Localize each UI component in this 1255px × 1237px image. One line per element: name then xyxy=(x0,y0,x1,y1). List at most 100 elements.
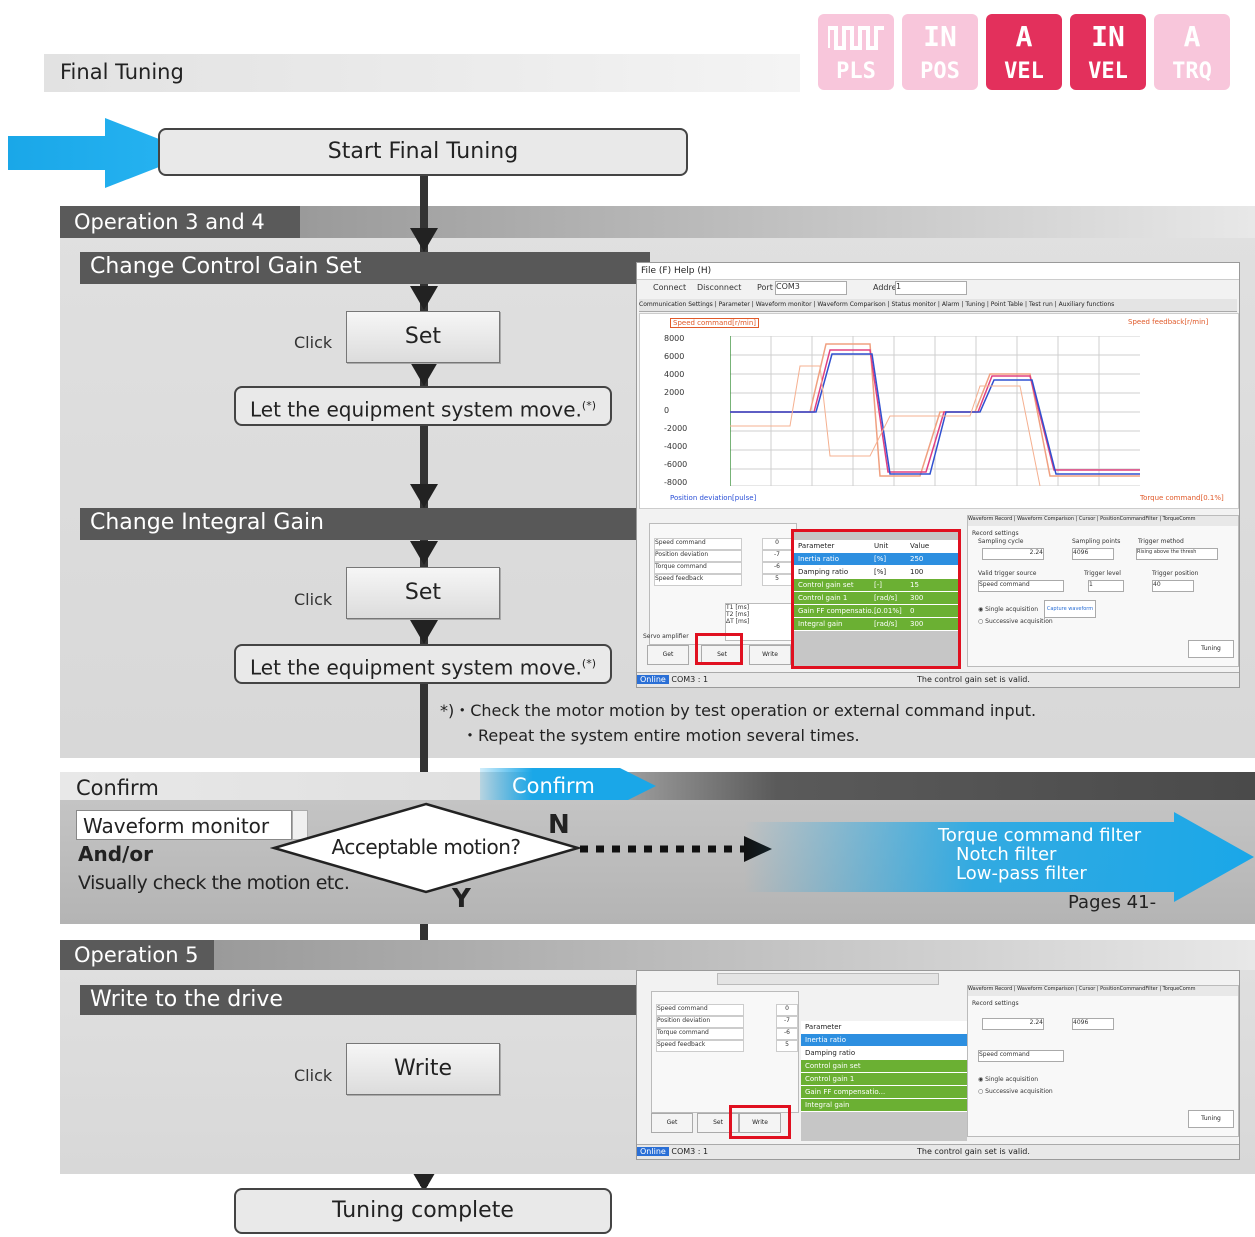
waveform-panel: Speed command[r/min] Speed feedback[r/mi… xyxy=(639,313,1239,509)
successive-label: Successive acquisition xyxy=(985,1088,1053,1095)
trigger-source-select[interactable]: Speed command xyxy=(978,580,1064,592)
param-row[interactable]: Integral gain [rad/s] 300 xyxy=(794,618,958,631)
single-acquisition-radio[interactable]: ◉ Single acquisition xyxy=(978,1076,1039,1083)
param-value: 300 xyxy=(910,594,924,602)
successive-acquisition-radio[interactable]: ○ Successive acquisition xyxy=(978,618,1053,625)
pls-label: PLS xyxy=(836,59,876,84)
trigger-level-label: Trigger level xyxy=(1084,570,1121,577)
state-item-position-deviation[interactable]: Position deviation xyxy=(656,1016,744,1028)
write-button[interactable]: Write xyxy=(346,1043,500,1095)
tab-bar[interactable]: Communication Settings | Parameter | Wav… xyxy=(639,299,1237,312)
sampling-cycle-input[interactable]: 2.24 xyxy=(982,548,1044,560)
let-move-text: Let the equipment system move. xyxy=(249,655,582,680)
state-item-speed-command[interactable]: Speed command xyxy=(654,538,742,550)
param-row[interactable]: Damping ratio xyxy=(801,1047,967,1060)
status-message: The control gain set is valid. xyxy=(917,1147,1030,1156)
state-value: 0 xyxy=(762,538,792,550)
t1-label: T1 [ms] xyxy=(726,604,750,611)
port-select[interactable]: COM3 xyxy=(775,281,847,295)
capture-waveform-button[interactable]: Capture waveform xyxy=(1044,600,1096,618)
right-tab-bar[interactable]: Waveform Record | Waveform Comparison | … xyxy=(968,516,1238,526)
param-row[interactable]: Gain FF compensatio... [0.01%] 0 xyxy=(794,605,958,618)
param-name: Control gain 1 xyxy=(798,594,848,602)
vel-top-label: A xyxy=(1015,20,1033,53)
param-row[interactable]: Inertia ratio [%] 250 xyxy=(794,553,958,566)
y-tick: 4000 xyxy=(664,370,685,379)
sampling-points-input[interactable]: 4096 xyxy=(1072,1018,1114,1030)
click-label: Click xyxy=(294,333,333,352)
param-value: 15 xyxy=(910,581,919,589)
arrow-down-icon xyxy=(410,228,438,252)
state-item-torque-command[interactable]: Torque command xyxy=(656,1028,744,1040)
trigger-position-select[interactable]: 40 xyxy=(1152,580,1194,592)
start-final-tuning-box: Start Final Tuning xyxy=(158,128,688,176)
right-tab-bar[interactable]: Waveform Record | Waveform Comparison | … xyxy=(968,986,1238,996)
tuning-button[interactable]: Tuning xyxy=(1188,1110,1234,1128)
state-value: -7 xyxy=(762,550,792,562)
connect-button[interactable]: Connect xyxy=(653,283,687,292)
address-label: Address xyxy=(873,283,905,292)
state-item-panel-2: Speed command Position deviation Torque … xyxy=(651,991,799,1113)
y-tick: 8000 xyxy=(664,334,685,343)
status-bar-2: Online COM3 : 1 The control gain set is … xyxy=(637,1144,1239,1159)
page-title: Final Tuning xyxy=(60,60,184,84)
trigger-method-select[interactable]: Rising above the thresh xyxy=(1136,548,1218,560)
trigger-source-select[interactable]: Speed command xyxy=(978,1050,1064,1062)
set-button[interactable]: Set xyxy=(346,311,500,363)
state-value: -7 xyxy=(776,1016,798,1028)
operation-3-4-bar xyxy=(300,206,1255,238)
param-value: 300 xyxy=(910,620,924,628)
param-name: Gain FF compensatio... xyxy=(798,607,879,615)
parameter-table-highlight: Parameter Unit Value Inertia ratio [%] 2… xyxy=(791,529,961,669)
sw-set-button[interactable]: Set xyxy=(697,1113,739,1133)
arrow-down-icon xyxy=(410,286,438,310)
click-label: Click xyxy=(294,590,333,609)
arrow-down-icon xyxy=(410,620,438,644)
speed-command-label: Speed command[r/min] xyxy=(670,318,760,328)
state-item-torque-command[interactable]: Torque command xyxy=(654,562,742,574)
sampling-points-input[interactable]: 4096 xyxy=(1072,548,1114,560)
scrollbar[interactable] xyxy=(717,973,939,985)
get-button[interactable]: Get xyxy=(647,645,689,665)
state-item-speed-feedback[interactable]: Speed feedback xyxy=(656,1040,744,1052)
menu-bar: File (F) Help (H) xyxy=(637,263,1239,280)
state-item-speed-command[interactable]: Speed command xyxy=(656,1004,744,1016)
address-select[interactable]: 1 xyxy=(895,281,967,295)
sw-write-button[interactable]: Write xyxy=(739,1113,781,1133)
in-vel-top-label: IN xyxy=(1091,20,1125,53)
param-row[interactable]: Inertia ratio xyxy=(801,1034,967,1047)
in-vel-label: VEL xyxy=(1088,59,1128,84)
param-row[interactable]: Control gain set [-] 15 xyxy=(794,579,958,592)
decision-diamond xyxy=(270,802,582,894)
tuning-complete-label: Tuning complete xyxy=(332,1198,514,1223)
pls-icon: PLS xyxy=(818,14,894,90)
param-row[interactable]: Control gain set xyxy=(801,1060,967,1073)
set-button-2[interactable]: Set xyxy=(346,567,500,619)
successive-label: Successive acquisition xyxy=(985,618,1053,625)
state-item-position-deviation[interactable]: Position deviation xyxy=(654,550,742,562)
param-row[interactable]: Control gain 1 [rad/s] 300 xyxy=(794,592,958,605)
param-value: 100 xyxy=(910,568,924,576)
sw-write-button[interactable]: Write xyxy=(749,645,791,665)
tuning-button[interactable]: Tuning xyxy=(1188,640,1234,658)
successive-acquisition-radio[interactable]: ○ Successive acquisition xyxy=(978,1088,1053,1095)
state-item-speed-feedback[interactable]: Speed feedback xyxy=(654,574,742,586)
single-acquisition-radio[interactable]: ◉ Single acquisition xyxy=(978,606,1039,613)
param-header: Parameter xyxy=(801,1021,967,1034)
param-unit: [%] xyxy=(874,568,887,576)
let-equipment-move-box: Let the equipment system move.(*) xyxy=(234,386,612,426)
status-bar: Online COM3 : 1 The control gain set is … xyxy=(637,672,1239,687)
disconnect-button[interactable]: Disconnect xyxy=(697,283,742,292)
sampling-cycle-input[interactable]: 2.24 xyxy=(982,1018,1044,1030)
trigger-level-input[interactable]: 1 xyxy=(1088,580,1124,592)
parameter-table-2: Parameter Inertia ratio Damping ratio Co… xyxy=(801,1021,967,1141)
visually-check-label: Visually check the motion etc. xyxy=(78,872,350,894)
pages-reference: Pages 41- xyxy=(1068,892,1157,913)
param-row[interactable]: Damping ratio [%] 100 xyxy=(794,566,958,579)
trigger-position-label: Trigger position xyxy=(1152,570,1199,577)
param-value: 0 xyxy=(910,607,915,615)
param-row[interactable]: Control gain 1 xyxy=(801,1073,967,1086)
param-row[interactable]: Gain FF compensatio... xyxy=(801,1086,967,1099)
param-row[interactable]: Integral gain xyxy=(801,1099,967,1112)
get-button[interactable]: Get xyxy=(651,1113,693,1133)
